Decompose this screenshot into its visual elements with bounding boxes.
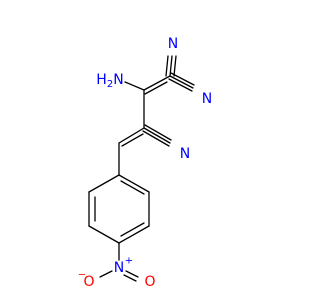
atom-o-left-charge: −: [78, 270, 86, 281]
ring-bond-1: [118, 174, 150, 193]
atom-labels: N N H2N N N + O − O: [78, 36, 212, 290]
bonds: [88, 55, 195, 282]
bond-c1-cn-top-2: [165, 55, 169, 77]
atom-n-nitro: N: [114, 260, 124, 276]
bond-c3-c4-double: [121, 133, 144, 147]
ring-bond-4: [88, 225, 120, 244]
bond-c3-cn-mid-2: [144, 124, 172, 141]
atom-n-top: N: [168, 36, 178, 52]
bond-c1-c2-double: [144, 81, 168, 95]
atom-o-right: O: [144, 274, 155, 290]
atom-o-left: O: [83, 274, 94, 290]
bond-c3-cn-mid-1: [143, 127, 171, 144]
ring-bond-3: [118, 225, 150, 244]
bond-c1-cn-right-2: [170, 72, 195, 86]
bond-nitro-o-left: [99, 270, 113, 278]
bond-c3-c4: [118, 127, 145, 144]
ring-bond-6: [88, 174, 120, 193]
bond-c3-cn-mid-3: [142, 130, 170, 147]
atom-n-nitro-charge: +: [125, 256, 133, 267]
bond-nitro-o-right-double: [123, 274, 137, 282]
ring-double-1: [120, 180, 145, 195]
atom-amino: H2N: [96, 72, 123, 90]
bond-c1-c2: [143, 75, 171, 91]
bond-c2-amino: [124, 81, 145, 91]
nitrobenzylidene-dicyanoenamine-structure: N N H2N N N + O − O: [78, 36, 212, 290]
bond-c1-cn-right-3: [168, 78, 193, 92]
bond-c1-cn-top-1: [169, 55, 173, 77]
atom-n-right: N: [202, 91, 212, 107]
atom-n-mid: N: [180, 146, 190, 162]
bond-nitro-o-right: [125, 270, 139, 278]
ring-double-2: [120, 222, 145, 237]
bond-c1-cn-top-3: [173, 55, 177, 77]
bond-c1-cn-right-1: [169, 75, 194, 89]
